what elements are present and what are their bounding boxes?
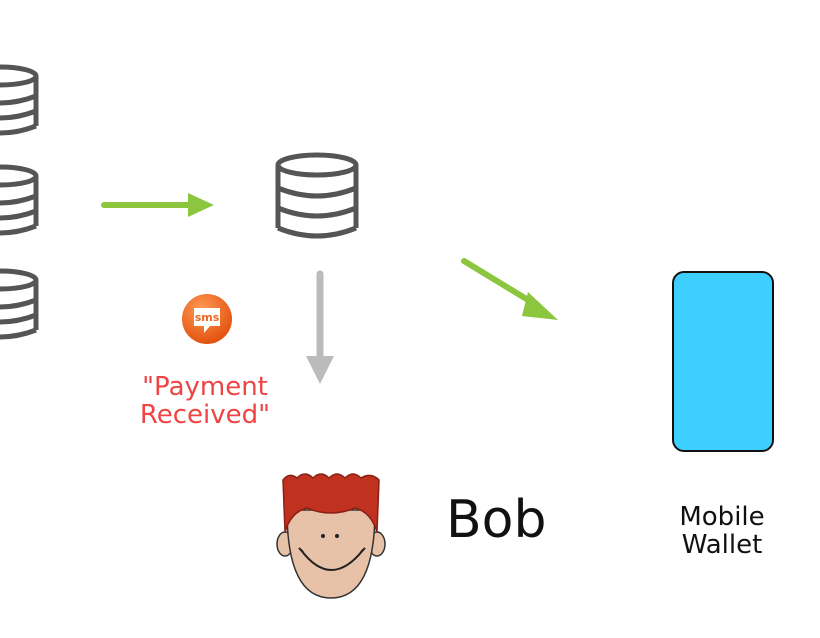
sms-caption-line1: "Payment [142, 372, 268, 402]
arrow-down-icon [306, 270, 334, 384]
mobile-phone-icon [672, 271, 774, 452]
database-icon [0, 268, 39, 340]
mobile-wallet-label: Mobile Wallet [655, 503, 789, 559]
arrow-right-icon [101, 193, 214, 217]
database-icon [275, 152, 359, 239]
mobile-wallet-line1: Mobile [679, 502, 765, 532]
database-icon [0, 164, 39, 236]
arrow-diagonal-icon [461, 258, 558, 320]
person-name: Bob [446, 490, 547, 550]
database-icon [0, 64, 39, 136]
mobile-wallet-line2: Wallet [681, 530, 763, 560]
sms-caption: "Payment Received" [105, 373, 305, 429]
person-face-icon [276, 473, 386, 599]
sms-icon: sms [182, 294, 232, 344]
sms-caption-line2: Received" [139, 400, 271, 430]
sms-badge-text: sms [195, 311, 220, 324]
